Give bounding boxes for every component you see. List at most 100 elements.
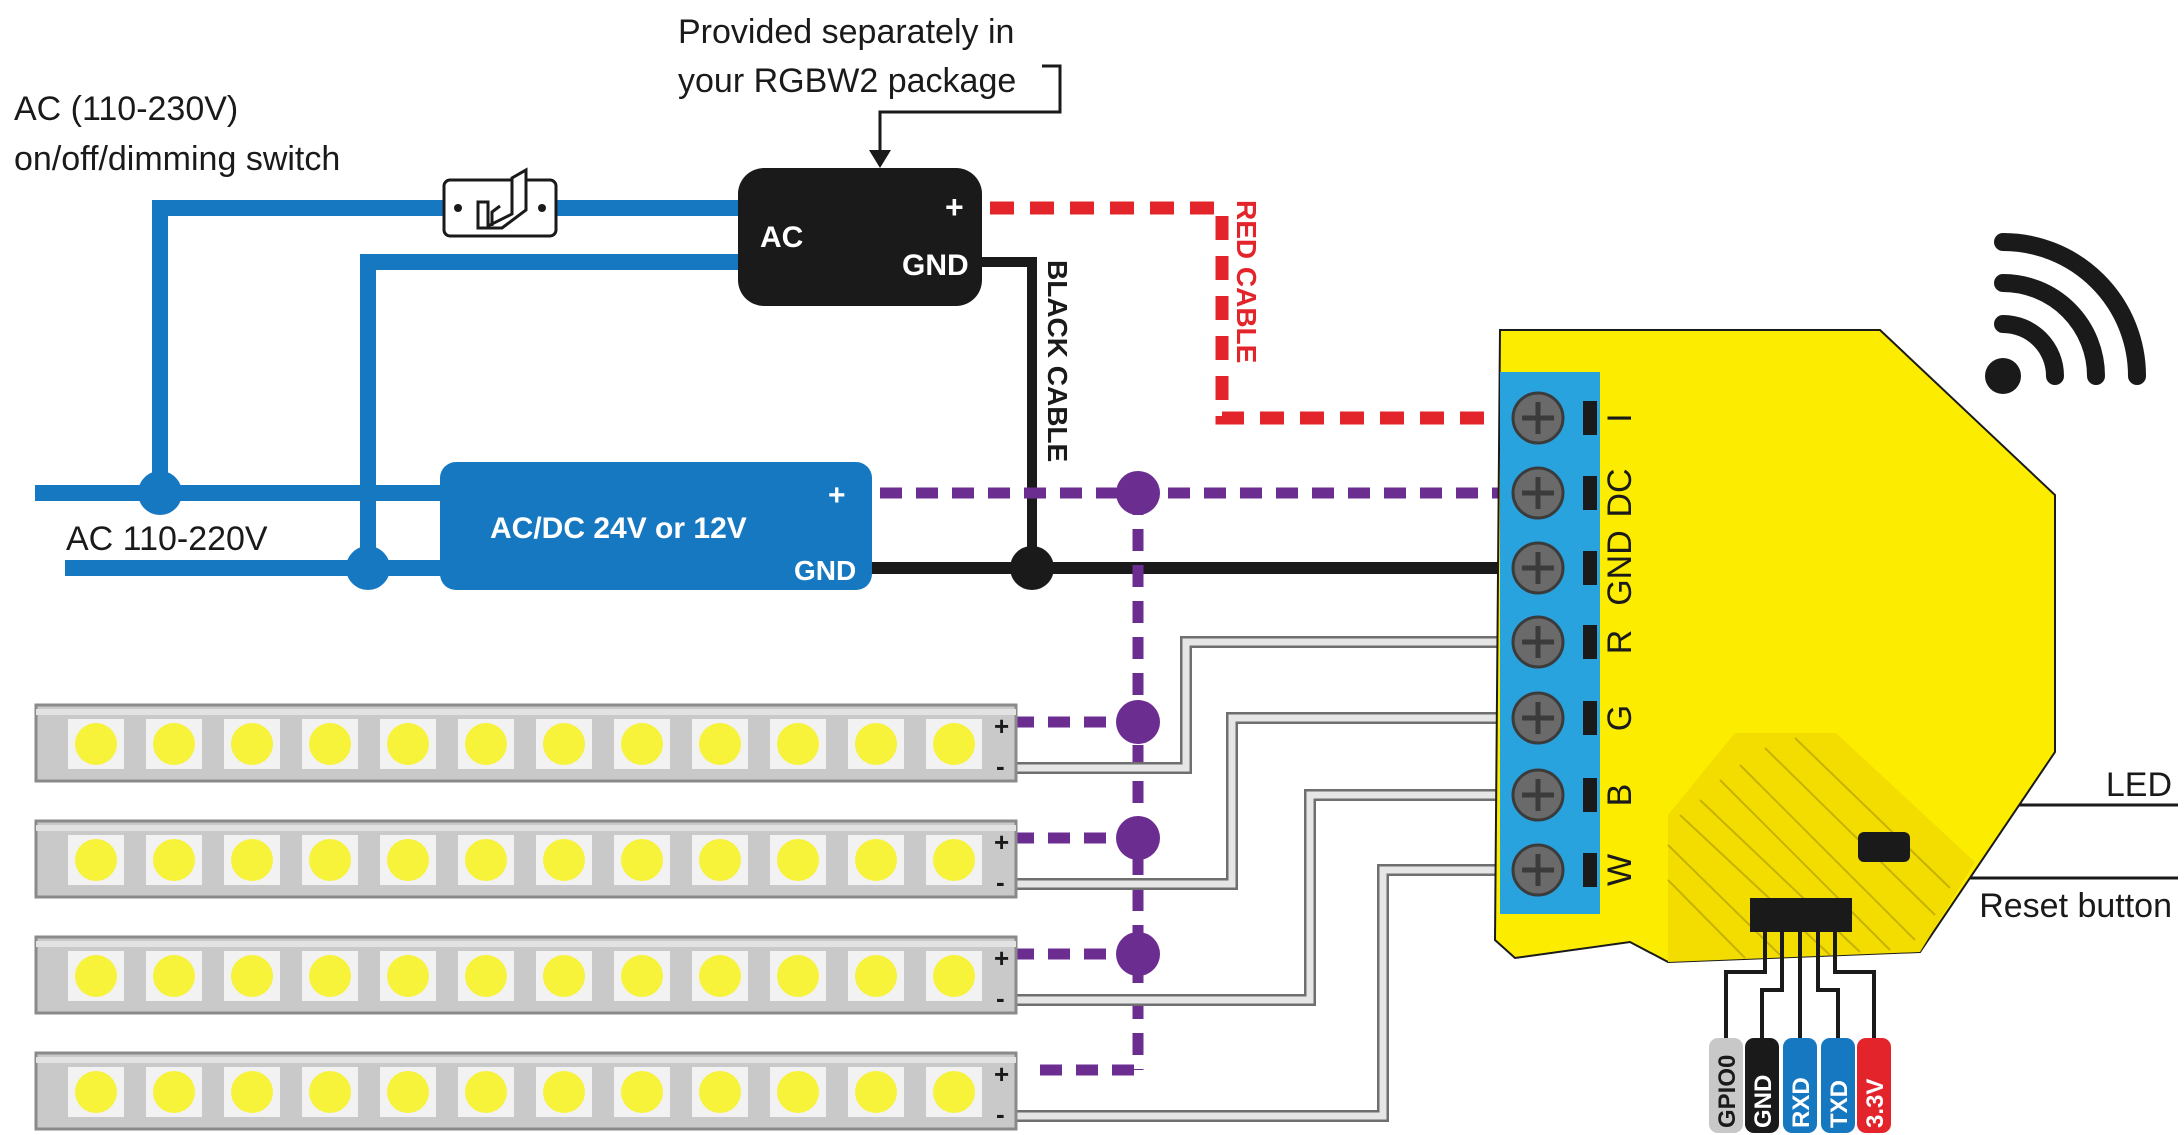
terminal-slot [1583, 551, 1597, 585]
junction-ac-top [138, 471, 182, 515]
rgbw2-device [1493, 329, 2056, 1038]
led-chip [777, 723, 819, 765]
junction-gnd [1010, 546, 1054, 590]
terminal-label: W [1601, 854, 1639, 886]
reset-button-label: Reset button [1979, 887, 2172, 925]
led-chip [699, 1071, 741, 1113]
led-strip-highlight [36, 825, 1016, 831]
led-chip [621, 723, 663, 765]
terminal-slot [1583, 701, 1597, 735]
channel-b-wire [1015, 791, 1505, 1004]
led-indicator [1858, 832, 1910, 862]
channel-r-wire-outline [1015, 636, 1505, 774]
led-chip [543, 1071, 585, 1113]
terminal-label: B [1601, 784, 1639, 807]
junction-dc-main [1116, 471, 1160, 515]
header-pin-txd: TXD [1821, 1038, 1855, 1133]
led-chip [309, 955, 351, 997]
led-chip [465, 955, 507, 997]
led-chip [309, 1071, 351, 1113]
wifi-icon [1985, 233, 2146, 394]
small-ac-psu: AC + GND [738, 168, 982, 306]
led-chip [699, 723, 741, 765]
pin-label: GPIO0 [1714, 1055, 1741, 1128]
terminal-w: W [1511, 843, 1639, 897]
led-chip [387, 955, 429, 997]
led-strip-highlight [36, 709, 1016, 715]
led-chip [699, 955, 741, 997]
strip-minus-label: - [996, 983, 1005, 1013]
channel-g-wire [1015, 714, 1505, 888]
led-chip [933, 955, 975, 997]
terminal-label: R [1601, 630, 1639, 655]
switch-label-line2: on/off/dimming switch [14, 140, 340, 178]
terminal-slot [1583, 476, 1597, 510]
led-chip [153, 723, 195, 765]
channel-b-wire-outline [1015, 789, 1505, 1006]
ac-switch-wire [152, 200, 460, 493]
terminals: I DC GND R G B W [1511, 391, 1639, 897]
terminal-i: I [1511, 391, 1639, 445]
led-chip [465, 723, 507, 765]
led-chip [621, 1071, 663, 1113]
channel-r-wire [1015, 638, 1505, 772]
led-chip [153, 1071, 195, 1113]
strip-plus-label: + [994, 943, 1009, 973]
terminal-r: R [1511, 615, 1639, 669]
terminal-slot [1583, 853, 1597, 887]
mains-label: AC 110-220V [66, 520, 268, 558]
led-chip [855, 839, 897, 881]
header-pin-33v: 3.3V [1857, 1038, 1891, 1133]
led-chip [777, 839, 819, 881]
provided-label-line2: your RGBW2 package [678, 62, 1016, 100]
led-chip [855, 1071, 897, 1113]
led-chip [231, 723, 273, 765]
red-cable-wire [990, 201, 1505, 425]
provided-label-line1: Provided separately in [678, 13, 1014, 51]
terminal-slot [1583, 625, 1597, 659]
channel-wires [1015, 636, 1505, 1122]
header-connector [1750, 898, 1852, 932]
switch-icon [442, 167, 558, 238]
terminal-g: G [1511, 691, 1639, 745]
terminal-slot [1583, 401, 1597, 435]
header-pin-leads [1724, 932, 1876, 1038]
led-strip: +- [34, 935, 1018, 1015]
led-chip [231, 1071, 273, 1113]
led-chip [153, 839, 195, 881]
led-chip [231, 839, 273, 881]
ac-dc-psu: AC/DC 24V or 12V + GND [440, 462, 872, 590]
led-strip-highlight [36, 1057, 1016, 1063]
channel-w-wire [1015, 866, 1505, 1120]
strip-plus-label: + [994, 1059, 1009, 1089]
led-chip [231, 955, 273, 997]
led-chip [543, 839, 585, 881]
led-chip [75, 955, 117, 997]
pin-tag [1709, 1038, 1743, 1133]
led-strip-highlight [36, 941, 1016, 947]
terminal-slot [1583, 778, 1597, 812]
provided-arrow-line [878, 64, 1062, 150]
led-chip [465, 1071, 507, 1113]
pin-label: 3.3V [1862, 1079, 1889, 1128]
led-chip [387, 1071, 429, 1113]
terminal-block: I DC GND R G B W [1500, 372, 1639, 914]
led-chip [75, 839, 117, 881]
led-label: LED [2106, 766, 2172, 804]
terminal-label: DC [1601, 468, 1639, 517]
led-chip [75, 1071, 117, 1113]
pin-label: TXD [1826, 1080, 1853, 1128]
led-strips: +-+-+-+- [34, 703, 1018, 1131]
junction-strip3 [1116, 932, 1160, 976]
terminal-dc: DC [1511, 466, 1639, 520]
led-chip [543, 955, 585, 997]
led-chip [387, 839, 429, 881]
header-pin-rxd: RXD [1783, 1038, 1817, 1133]
psu-gnd-label: GND [794, 555, 856, 586]
terminal-gnd: GND [1511, 530, 1639, 606]
small-psu-ac-label: AC [760, 221, 803, 254]
led-chip [933, 1071, 975, 1113]
led-chip [699, 839, 741, 881]
led-chip [309, 839, 351, 881]
led-chip [465, 839, 507, 881]
